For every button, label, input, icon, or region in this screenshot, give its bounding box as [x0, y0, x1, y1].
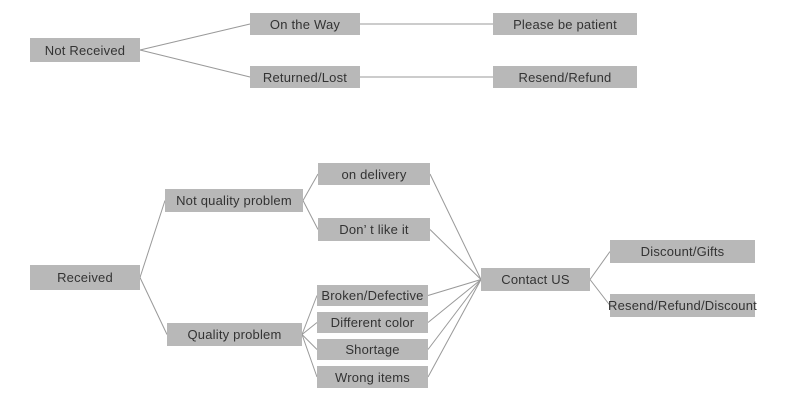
node-on-the-way: On the Way: [250, 13, 360, 35]
node-on-delivery: on delivery: [318, 163, 430, 185]
edge-broken-defective-to-contact-us: [427, 279, 482, 296]
node-broken-defective: Broken/Defective: [317, 285, 428, 306]
edge-contact-us-to-resend-refund-discount: [589, 279, 611, 306]
node-label: Quality problem: [187, 327, 282, 342]
node-label: Discount/Gifts: [640, 244, 725, 259]
edge-not-received-to-on-the-way: [139, 23, 251, 51]
node-dont-like-it: Don’ t like it: [318, 218, 430, 241]
node-label: Returned/Lost: [262, 69, 348, 85]
edge-received-to-not-quality-problem: [139, 200, 166, 278]
edge-not-quality-problem-to-dont-like-it: [302, 200, 319, 230]
node-label: Shortage: [345, 342, 400, 357]
node-label: Broken/Defective: [321, 288, 424, 303]
node-resend-refund: Resend/Refund: [493, 66, 637, 88]
node-quality-problem: Quality problem: [167, 323, 302, 346]
edge-contact-us-to-discount-gifts: [589, 251, 611, 280]
node-wrong-items: Wrong items: [317, 366, 428, 388]
node-label: Received: [57, 270, 113, 285]
node-label: Different color: [330, 315, 415, 330]
node-received: Received: [30, 265, 140, 290]
edge-quality-problem-to-broken-defective: [301, 295, 318, 335]
node-label: On the Way: [269, 16, 341, 32]
node-contact-us: Contact US: [481, 268, 590, 291]
node-label: Not Received: [44, 42, 126, 58]
edge-quality-problem-to-shortage: [301, 334, 318, 350]
node-resend-refund-discount: Resend/Refund/Discount: [608, 294, 757, 317]
node-label: Not quality problem: [176, 193, 292, 208]
node-shortage: Shortage: [317, 339, 428, 360]
node-label: Resend/Refund/Discount: [608, 298, 757, 313]
edge-different-color-to-contact-us: [427, 279, 482, 323]
node-label: Please be patient: [513, 16, 617, 32]
edge-on-delivery-to-contact-us: [429, 173, 482, 280]
edge-not-quality-problem-to-on-delivery: [302, 173, 319, 201]
edge-not-received-to-returned-lost: [139, 49, 251, 78]
node-label: Resend/Refund: [518, 69, 612, 85]
edge-quality-problem-to-wrong-items: [301, 334, 318, 378]
edge-dont-like-it-to-contact-us: [429, 229, 482, 280]
node-discount-gifts: Discount/Gifts: [610, 240, 755, 263]
edge-shortage-to-contact-us: [427, 279, 482, 350]
node-label: on delivery: [341, 166, 407, 182]
node-not-quality-problem: Not quality problem: [165, 189, 303, 212]
node-not-received: Not Received: [30, 38, 140, 62]
node-label: Don’ t like it: [339, 222, 409, 237]
node-please-be-patient: Please be patient: [493, 13, 637, 35]
node-label: Contact US: [501, 272, 570, 287]
node-different-color: Different color: [317, 312, 428, 333]
node-label: Wrong items: [335, 369, 410, 385]
node-returned-lost: Returned/Lost: [250, 66, 360, 88]
edge-received-to-quality-problem: [139, 277, 168, 335]
edge-quality-problem-to-different-color: [301, 322, 318, 335]
edge-wrong-items-to-contact-us: [427, 279, 482, 378]
